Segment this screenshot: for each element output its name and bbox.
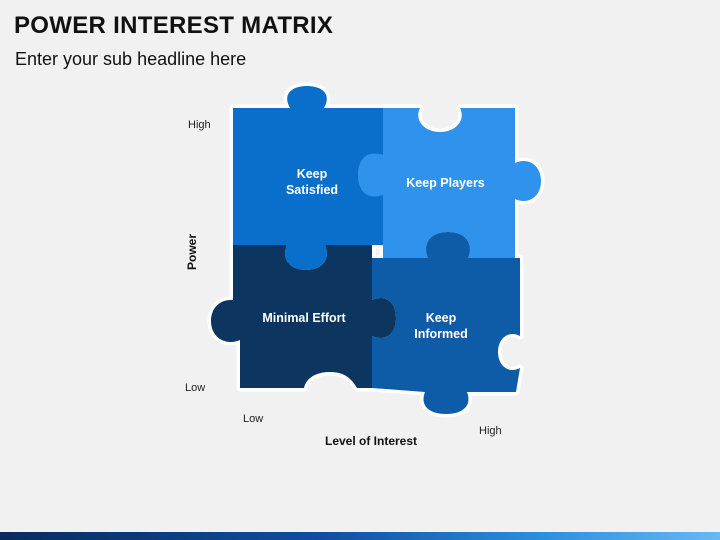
keep-players-label: Keep Players: [398, 175, 493, 191]
keep-players-line1: Keep Players: [406, 176, 485, 190]
interest-axis-title: Level of Interest: [325, 434, 418, 448]
puzzle-piece-keep-players: [358, 108, 541, 258]
footer-gradient-bar: [0, 532, 720, 540]
puzzle-piece-keep-satisfied: [233, 86, 406, 270]
keep-informed-line1: Keep: [425, 311, 457, 325]
page-title: POWER INTEREST MATRIX: [14, 12, 334, 39]
keep-satisfied-label: Keep Satisfied: [272, 166, 352, 198]
power-high-label: High: [188, 119, 211, 131]
power-axis-title: Power: [185, 233, 200, 271]
interest-high-label: High: [479, 425, 502, 437]
puzzle-piece-keep-informed: [372, 232, 520, 414]
puzzle-piece-minimal-effort: [211, 245, 396, 388]
keep-informed-label: Keep Informed: [405, 310, 477, 342]
interest-low-label: Low: [243, 413, 264, 425]
keep-informed-line2: Informed: [414, 327, 468, 341]
minimal-effort-label: Minimal Effort: [253, 310, 355, 326]
keep-satisfied-line1: Keep: [296, 167, 328, 181]
minimal-effort-line1: Minimal Effort: [262, 311, 346, 325]
keep-satisfied-line2: Satisfied: [285, 183, 339, 197]
page-subtitle: Enter your sub headline here: [15, 49, 247, 69]
power-low-label: Low: [185, 382, 206, 394]
